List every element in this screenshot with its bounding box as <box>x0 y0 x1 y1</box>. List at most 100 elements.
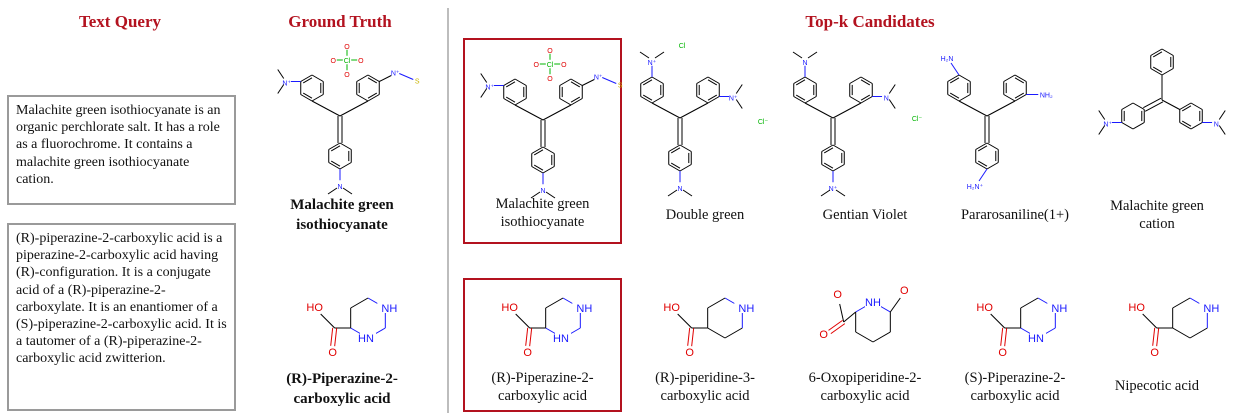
bond <box>849 96 862 104</box>
bond <box>320 313 336 329</box>
bond <box>696 76 709 84</box>
bond <box>1003 74 1016 82</box>
atom-label: NH <box>576 303 592 315</box>
bond <box>570 96 581 103</box>
bond <box>1172 327 1191 339</box>
atom-label: O <box>998 347 1007 359</box>
ground-truth-name-2: (R)-Piperazine-2-carboxylic acid <box>286 371 398 407</box>
bond <box>793 76 806 84</box>
atom-label: N⁺ <box>829 185 838 193</box>
bond <box>570 78 583 86</box>
bond <box>949 77 960 84</box>
highlight-box-row1 <box>463 38 622 244</box>
atom-label: N <box>884 96 889 103</box>
atom-label: HN <box>358 333 374 345</box>
candidate-name-1-4: Pararosaniline(1+) <box>960 207 1070 223</box>
bond <box>531 166 544 174</box>
bond <box>707 96 720 104</box>
bond <box>342 187 353 195</box>
atom-label: H₂N <box>941 56 954 63</box>
bond <box>679 164 692 172</box>
atom-label: Cl⁻ <box>758 119 769 126</box>
column-divider <box>447 8 449 413</box>
bond <box>1172 297 1191 309</box>
bond <box>860 79 871 86</box>
bond <box>525 327 529 346</box>
bond <box>1181 120 1192 127</box>
bond <box>835 189 846 197</box>
bond <box>860 76 873 84</box>
atom-label: O <box>833 289 842 301</box>
atom-label: HO <box>306 302 323 314</box>
atom-mask <box>1030 331 1046 343</box>
atom-label: N <box>1214 122 1219 129</box>
bond <box>1014 77 1025 84</box>
bond <box>514 78 527 86</box>
bond <box>804 96 817 104</box>
bond <box>888 84 896 94</box>
bond <box>821 164 834 172</box>
atom-label: NH₂ <box>1040 93 1053 100</box>
bond <box>542 104 572 121</box>
bond <box>707 94 718 101</box>
bond <box>707 297 726 309</box>
bond <box>1143 97 1162 109</box>
bond <box>1179 122 1192 130</box>
candidate-name-2-3: 6-Oxopiperidine-2-carboxylic acid <box>808 370 922 404</box>
bond <box>640 96 653 104</box>
bond <box>330 160 341 167</box>
molecule-double-green: ClN⁺N⁺Cl⁻N <box>639 43 769 197</box>
ground-truth-name-1: Malachite green isothiocyanate <box>290 197 394 233</box>
bond <box>1004 328 1008 347</box>
atom-label: HO <box>501 302 518 314</box>
bond <box>668 164 681 172</box>
bond <box>639 51 650 59</box>
bond <box>302 92 313 99</box>
atom-label: Cl <box>344 58 351 65</box>
bond <box>707 327 726 339</box>
bond <box>1014 94 1027 102</box>
bond <box>529 328 533 347</box>
bond <box>570 98 583 106</box>
header-top-k: Top-k Candidates <box>805 12 935 31</box>
atom-label: HO <box>976 302 993 314</box>
bond <box>367 74 380 82</box>
bond <box>302 77 313 84</box>
atom-label: N <box>677 186 682 193</box>
atom-label: S <box>415 79 420 86</box>
bond <box>1218 125 1226 135</box>
bond <box>530 191 541 199</box>
bond <box>975 162 988 170</box>
bond <box>1144 101 1164 112</box>
bond <box>654 51 665 59</box>
bond <box>300 94 313 102</box>
atom-label: O <box>344 72 350 79</box>
atom-label: N <box>337 184 342 191</box>
bond <box>958 74 971 82</box>
bond <box>350 297 369 309</box>
candidate-name-2-5: Nipecotic acid <box>1114 378 1200 394</box>
bond <box>1190 102 1203 110</box>
bond <box>682 189 693 197</box>
atom-label: NH <box>738 303 754 315</box>
bond <box>1161 99 1180 110</box>
bond <box>832 144 845 152</box>
candidate-name-2-1: (R)-Piperazine-2-carboxylic acid <box>491 370 594 404</box>
bond <box>1014 92 1025 99</box>
bond <box>696 96 709 104</box>
bond <box>367 94 380 102</box>
bond <box>531 146 544 154</box>
bond <box>679 144 692 152</box>
bond <box>670 147 681 154</box>
bond <box>860 96 873 104</box>
bond <box>828 319 843 331</box>
atom-label: NH <box>1203 303 1219 315</box>
atom-label: O <box>547 48 553 55</box>
bond <box>1156 328 1160 347</box>
atom-label: Cl⁻ <box>912 116 923 123</box>
